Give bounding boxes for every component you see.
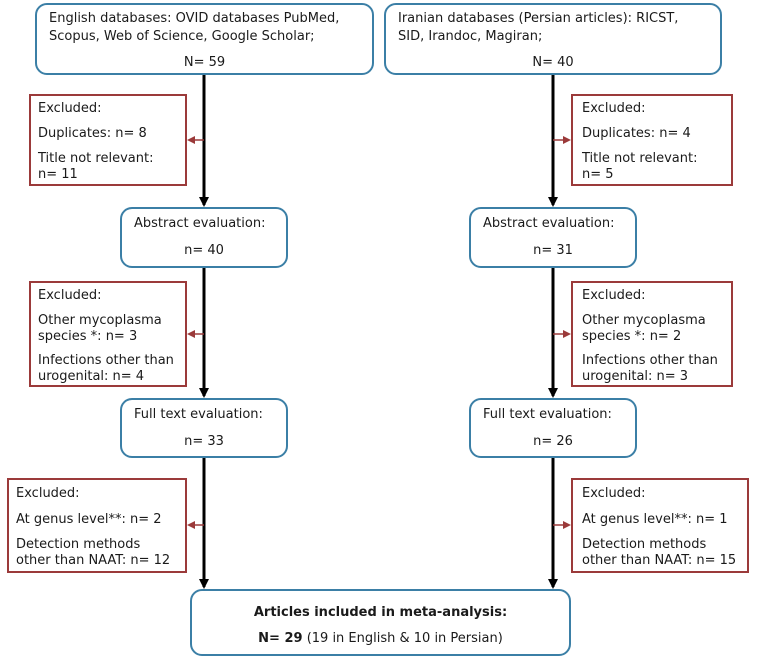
included-articles-breakdown: (19 in English & 10 in Persian) [302,631,503,646]
excluded-duplicates: Duplicates: n= 4 [582,126,691,141]
english-databases-count: N= 59 [183,55,226,70]
excluded-other-species-count: species *: n= 2 [582,329,682,344]
excluded-detection-methods: Detection methods [582,537,707,552]
english-databases-line1: English databases: OVID databases PubMed… [49,11,340,26]
excluded-title-not-relevant-count: n= 11 [38,167,78,182]
iranian-databases-count: N= 40 [532,55,574,70]
excluded-title-not-relevant: Title not relevant: [38,151,154,166]
excluded-other-species: Other mycoplasma [38,313,162,328]
abstract-evaluation-title: Abstract evaluation: [134,216,266,231]
abstract-evaluation-count: n= 40 [184,243,224,258]
excluded-infections-count: urogenital: n= 3 [582,369,689,384]
abstract-evaluation-box-right: Abstract evaluation: n= 31 [469,207,637,268]
iranian-databases-box: Iranian databases (Persian articles): RI… [384,3,722,75]
excluded-box-right-1: Excluded: Duplicates: n= 4 Title not rel… [571,94,733,186]
excluded-box-right-3: Excluded: At genus level**: n= 1 Detecti… [571,478,749,573]
excluded-other-species-count: species *: n= 3 [38,329,138,344]
excluded-title: Excluded: [38,101,102,116]
excluded-other-species: Other mycoplasma [582,313,706,328]
excluded-genus-level: At genus level**: n= 1 [582,512,728,527]
english-databases-line2: Scopus, Web of Science, Google Scholar; [49,29,315,44]
excluded-detection-methods: Detection methods [16,537,141,552]
excluded-duplicates: Duplicates: n= 8 [38,126,147,141]
excluded-box-right-2: Excluded: Other mycoplasma species *: n=… [571,281,733,387]
abstract-evaluation-title: Abstract evaluation: [483,216,615,231]
english-databases-box: English databases: OVID databases PubMed… [35,3,374,75]
full-text-evaluation-box-right: Full text evaluation: n= 26 [469,398,637,458]
included-articles-total: N= 29 [258,631,303,646]
excluded-title: Excluded: [582,486,646,501]
excluded-infections: Infections other than [38,353,174,368]
excluded-genus-level: At genus level**: n= 2 [16,512,162,527]
excluded-box-left-2: Excluded: Other mycoplasma species *: n=… [29,281,187,387]
excluded-title-not-relevant-count: n= 5 [582,167,614,182]
included-articles-box: Articles included in meta-analysis: N= 2… [190,589,571,656]
full-text-evaluation-title: Full text evaluation: [483,407,612,422]
excluded-box-left-3: Excluded: At genus level**: n= 2 Detecti… [7,478,187,573]
excluded-title: Excluded: [582,288,646,303]
iranian-databases-line1: Iranian databases (Persian articles): RI… [398,11,679,26]
full-text-evaluation-box-left: Full text evaluation: n= 33 [120,398,288,458]
excluded-detection-methods-count: other than NAAT: n= 12 [16,553,171,568]
excluded-title: Excluded: [582,101,646,116]
excluded-title: Excluded: [38,288,102,303]
included-articles-title: Articles included in meta-analysis: [253,605,508,620]
full-text-evaluation-count: n= 33 [184,434,224,449]
full-text-evaluation-count: n= 26 [533,434,573,449]
full-text-evaluation-title: Full text evaluation: [134,407,263,422]
included-articles-count: N= 29 (19 in English & 10 in Persian) [192,631,569,647]
iranian-databases-line2: SID, Irandoc, Magiran; [398,29,543,44]
excluded-box-left-1: Excluded: Duplicates: n= 8 Title not rel… [29,94,187,186]
abstract-evaluation-count: n= 31 [533,243,573,258]
excluded-infections-count: urogenital: n= 4 [38,369,145,384]
excluded-title: Excluded: [16,486,80,501]
excluded-title-not-relevant: Title not relevant: [582,151,698,166]
excluded-detection-methods-count: other than NAAT: n= 15 [582,553,737,568]
abstract-evaluation-box-left: Abstract evaluation: n= 40 [120,207,288,268]
excluded-infections: Infections other than [582,353,718,368]
